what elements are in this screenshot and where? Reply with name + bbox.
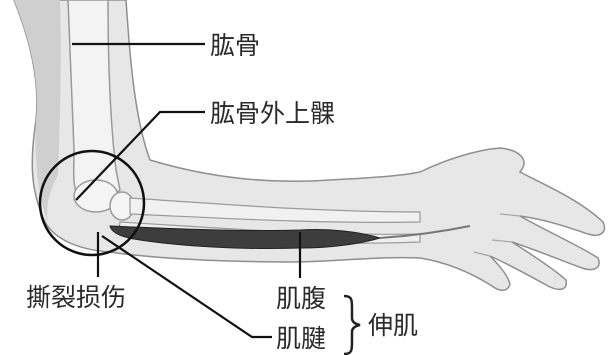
label-humerus: 肱骨	[210, 31, 260, 60]
label-muscle-belly: 肌腹	[276, 284, 326, 313]
label-lateral-epicondyle: 肱骨外上髁	[210, 99, 335, 128]
brace-icon	[344, 296, 360, 354]
label-tendon: 肌腱	[276, 324, 326, 353]
label-tear-injury: 撕裂损伤	[26, 283, 126, 312]
label-extensor: 伸肌	[368, 311, 418, 340]
